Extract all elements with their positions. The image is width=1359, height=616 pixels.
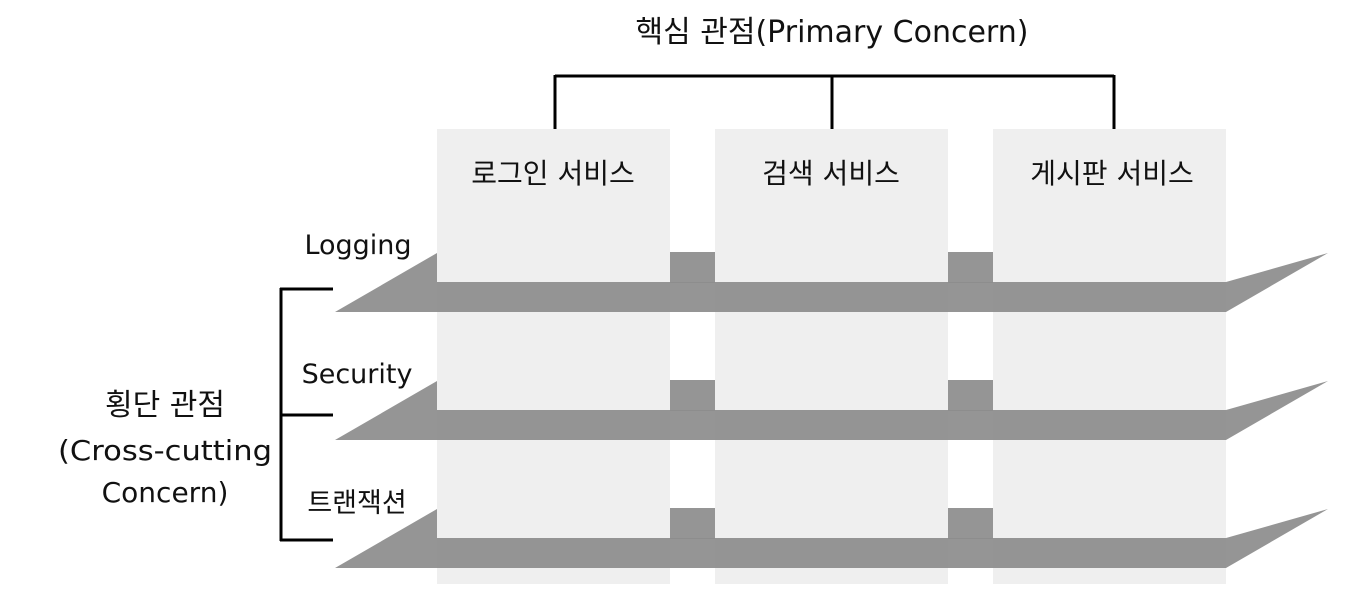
service-column-board [993, 129, 1226, 584]
cross-cutting-bracket [279, 287, 333, 542]
layer-security [335, 380, 1328, 440]
service-column-login [437, 129, 670, 584]
cross-cutting-title-line2: (Cross-cutting [58, 434, 272, 467]
cross-cutting-title-line1: 횡단 관점 [105, 388, 225, 423]
primary-concern-title: 핵심 관점(Primary Concern) [636, 15, 1029, 50]
service-label-board: 게시판 서비스 [1030, 157, 1193, 190]
layer-transaction [335, 508, 1328, 568]
layer-label-security: Security [302, 359, 413, 390]
primary-concern-bracket [553, 74, 1116, 129]
layer-logging [335, 252, 1328, 312]
layer-label-transaction: 트랜잭션 [307, 488, 406, 519]
service-columns [437, 129, 1226, 584]
layer-label-logging: Logging [304, 230, 411, 261]
service-label-search: 검색 서비스 [762, 157, 900, 190]
cross-cutting-layers [335, 252, 1328, 568]
cross-cutting-title-line3: Concern) [102, 476, 229, 509]
service-label-login: 로그인 서비스 [471, 157, 634, 190]
service-column-search [715, 129, 948, 584]
